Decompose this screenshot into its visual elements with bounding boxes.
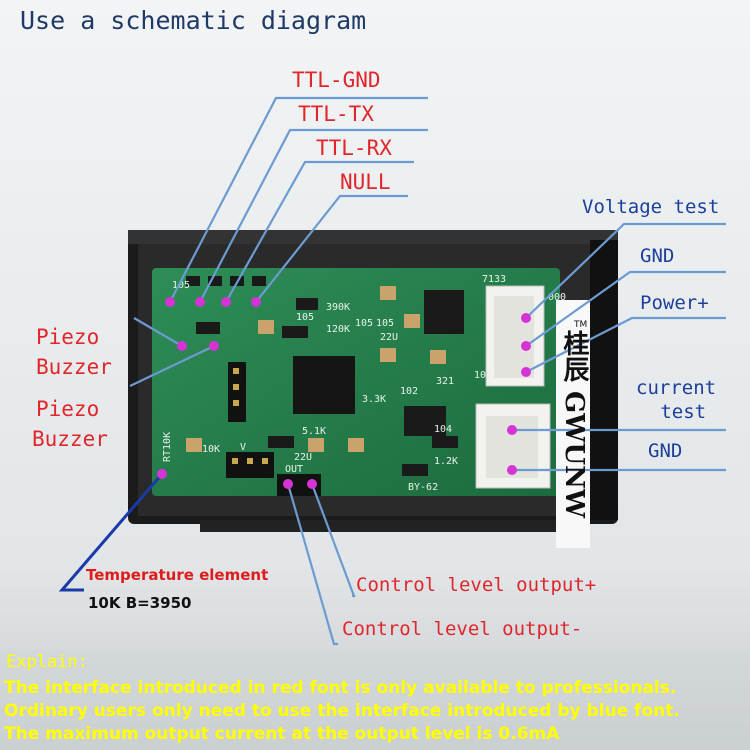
silk-r15: 105: [474, 370, 492, 381]
label-current-test-line2: test: [660, 401, 707, 423]
marker-power-plus: [521, 367, 531, 377]
silk-r13: 000: [548, 292, 566, 303]
explain-heading: Explain:: [6, 652, 88, 672]
silk-10k: 10K: [202, 444, 220, 455]
label-ttl-gnd: TTL-GND: [292, 68, 381, 92]
marker-piezo-1: [177, 341, 187, 351]
marker-control-minus: [283, 479, 293, 489]
label-temperature-spec: 10K B=3950: [88, 594, 192, 612]
label-gnd-top: GND: [640, 245, 675, 267]
explain-line-2: Ordinary users only need to use the inte…: [4, 701, 680, 721]
silk-out: OUT: [285, 464, 303, 475]
explain-background: [0, 650, 750, 750]
silk-r7: 22U: [294, 452, 312, 463]
marker-voltage-test: [521, 313, 531, 323]
label-control-minus: Control level output-: [342, 618, 583, 640]
silk-r8: 104: [434, 424, 452, 435]
label-power-plus: Power+: [640, 292, 709, 314]
marker-gnd-bottom: [507, 465, 517, 475]
label-piezo-1-line2: Buzzer: [36, 355, 112, 379]
pin-markers: [157, 297, 531, 489]
leader-lines: [129, 96, 726, 646]
marker-ttl-gnd: [165, 297, 175, 307]
silk-r12: 7133: [482, 274, 506, 285]
marker-null: [251, 297, 261, 307]
silk-r9: 1.2K: [434, 456, 458, 467]
silk-r11: 102: [400, 386, 418, 397]
label-piezo-buzzer-2: Piezo Buzzer: [32, 394, 108, 454]
marker-control-plus: [307, 479, 317, 489]
explain-line-3: The maximum output current at the output…: [4, 724, 560, 744]
label-piezo-1-line1: Piezo: [36, 325, 100, 349]
silk-model: BY-62: [408, 482, 438, 493]
label-piezo-2-line1: Piezo: [36, 397, 100, 421]
silk-r2: 120K: [326, 324, 350, 335]
label-control-plus: Control level output+: [356, 574, 597, 596]
silk-r10: 3.3K: [362, 394, 386, 405]
silk-r14: 105: [296, 312, 314, 323]
label-ttl-rx: TTL-RX: [316, 136, 392, 160]
silk-r3: 105: [355, 318, 373, 329]
label-temperature-element: Temperature element: [86, 566, 269, 584]
label-null: NULL: [340, 170, 391, 194]
label-piezo-2-line2: Buzzer: [32, 427, 108, 451]
marker-ttl-tx: [195, 297, 205, 307]
pcb: BY-62 OUT RT10K 10K V 105 390K 120K 105 …: [152, 268, 566, 496]
brand-logo: 桂辰 GWUNW: [559, 330, 589, 519]
label-gnd-bottom: GND: [648, 440, 683, 462]
label-ttl-tx: TTL-TX: [298, 102, 374, 126]
silk-r4: 105: [376, 318, 394, 329]
silk-rt: RT10K: [162, 432, 173, 462]
explain-line-1: The interface introduced in red font is …: [4, 678, 677, 698]
silk-r6: 5.1K: [302, 426, 326, 437]
label-current-test-line1: current: [636, 377, 717, 399]
marker-piezo-2: [209, 341, 219, 351]
label-voltage-test: Voltage test: [582, 196, 720, 218]
marker-ttl-rx: [221, 297, 231, 307]
page-title: Use a schematic diagram: [20, 6, 367, 35]
marker-temperature: [157, 469, 167, 479]
silk-r1: 390K: [326, 302, 350, 313]
brand-tm: TM: [574, 320, 588, 330]
main-ic: [293, 356, 355, 414]
silk-r5: 22U: [380, 332, 398, 343]
label-piezo-buzzer-1: Piezo Buzzer: [36, 322, 112, 382]
marker-current-test: [507, 425, 517, 435]
marker-gnd-top: [521, 341, 531, 351]
silk-v: V: [240, 442, 246, 453]
silk-r0: 105: [172, 280, 190, 291]
label-current-test: current test: [636, 376, 716, 424]
silk-r16: 321: [436, 376, 454, 387]
temperature-leader: [58, 473, 164, 592]
